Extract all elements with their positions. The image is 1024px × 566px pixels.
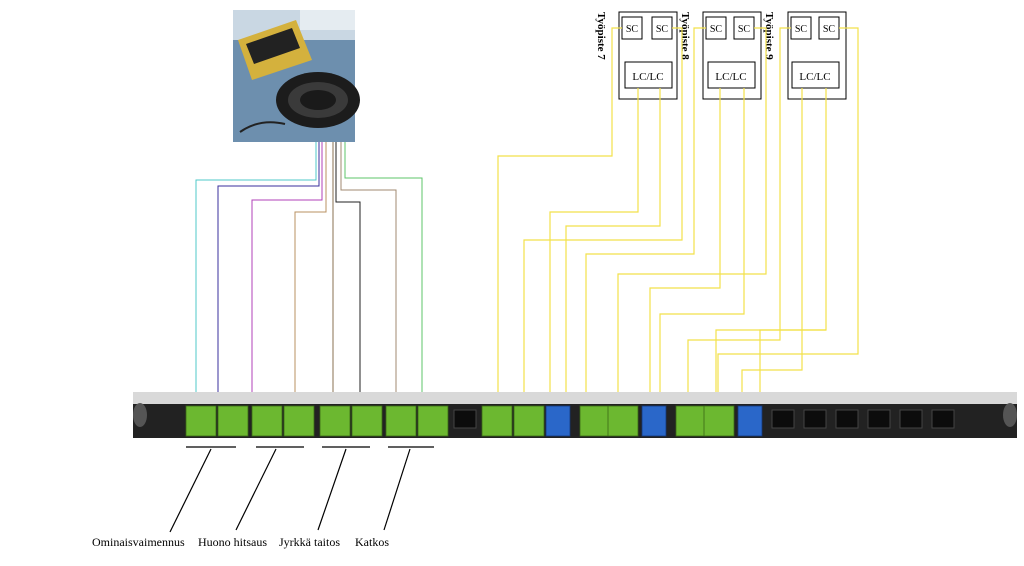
ws8-lc: LC/LC [715, 71, 746, 83]
test-fibers [195, 142, 423, 392]
yellow-fibers [497, 27, 859, 392]
ws9-sc-right: SC [823, 24, 836, 35]
fiber-reel-photo [233, 10, 360, 142]
green-sc-ports [185, 405, 735, 437]
blue-sc-ports [545, 405, 763, 437]
fault-label-ominaisvaimennus: Ominaisvaimennus [92, 535, 185, 549]
fault-label-huono-hitsaus: Huono hitsaus [198, 535, 267, 549]
ws7-title: Työpiste 7 [595, 12, 607, 60]
fault-label-katkos: Katkos [355, 535, 389, 549]
ws9-lc: LC/LC [799, 71, 830, 83]
ws7-sc-left: SC [626, 24, 639, 35]
fault-markers [169, 446, 434, 533]
ws8-sc-left: SC [710, 24, 723, 35]
ws7-sc-right: SC [656, 24, 669, 35]
workstation-9: SC SC LC/LC Työpiste 9 [763, 11, 847, 100]
workstation-7: SC SC LC/LC Työpiste 7 [595, 11, 678, 100]
ws9-title: Työpiste 9 [763, 12, 775, 60]
patch-panel [133, 392, 1017, 438]
fault-label-jyrkka-taitos: Jyrkkä taitos [279, 535, 340, 549]
workstation-8: SC SC LC/LC Työpiste 8 [679, 11, 762, 100]
empty-ports [453, 409, 955, 429]
ws8-title: Työpiste 8 [679, 12, 691, 60]
ws7-lc: LC/LC [632, 71, 663, 83]
ws9-sc-left: SC [795, 24, 808, 35]
ws8-sc-right: SC [738, 24, 751, 35]
